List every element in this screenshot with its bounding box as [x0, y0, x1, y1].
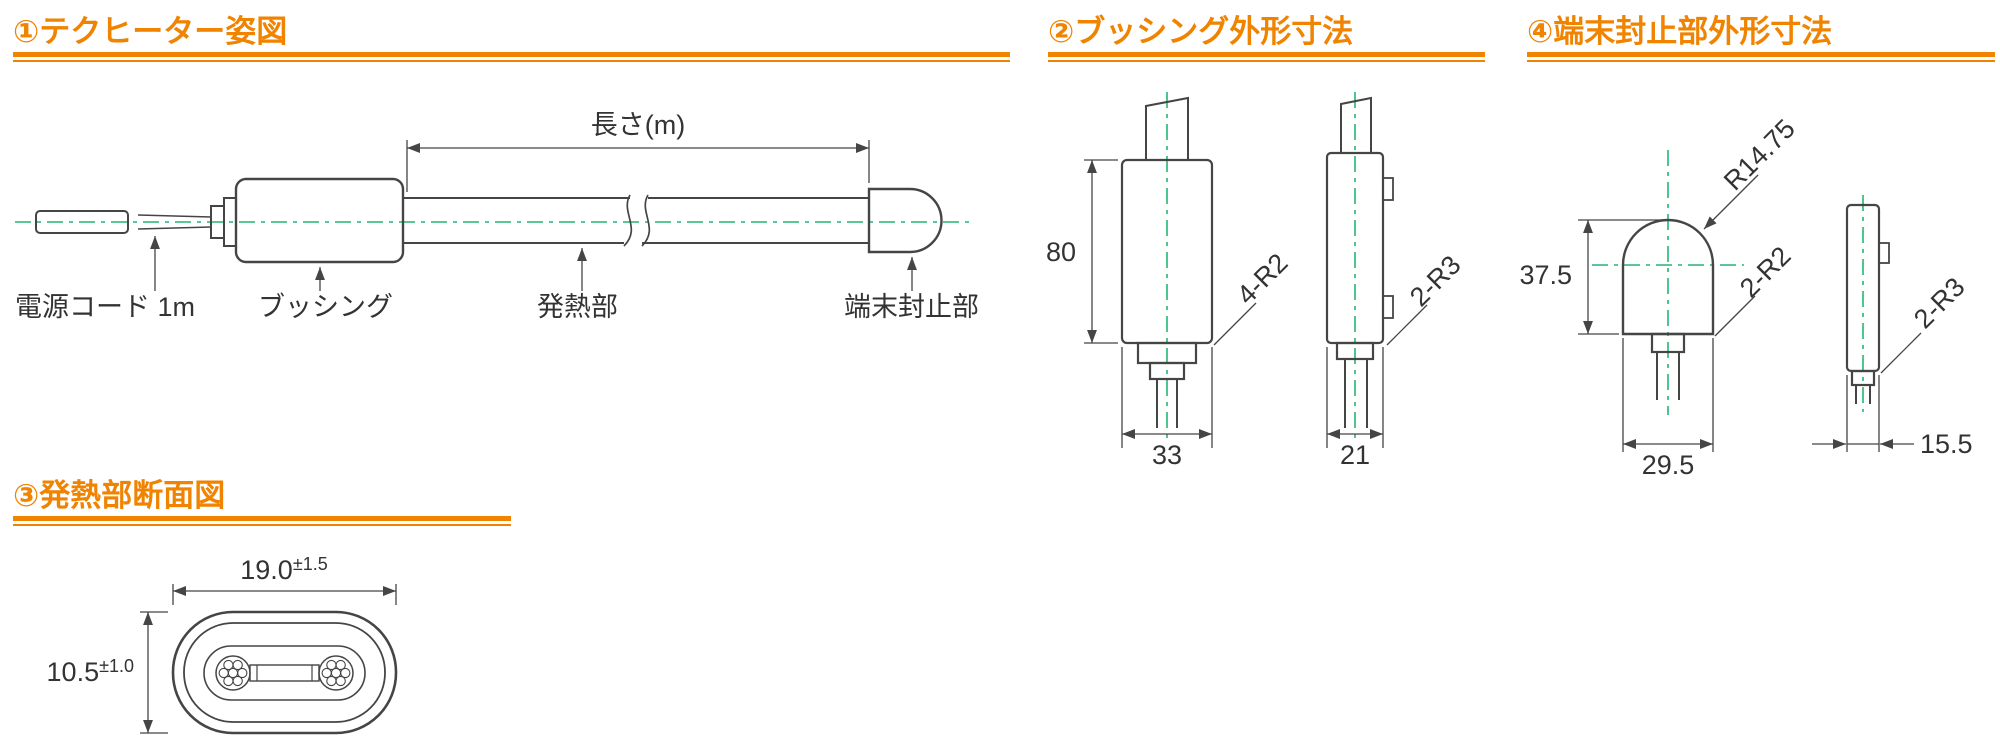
bushing-side-step — [1335, 341, 1375, 361]
bushing-side-bottom-tube — [1344, 359, 1368, 428]
length-dimension — [406, 140, 870, 192]
dim21-label: 21 — [1340, 440, 1370, 470]
panel-2-rule — [1048, 52, 1485, 62]
bushing-side-top-tube — [1340, 96, 1372, 153]
element-strip — [249, 664, 320, 682]
bushing-front-bottom-tube — [1156, 379, 1178, 428]
heater-label: 発熱部 — [537, 292, 618, 322]
dim375-label: 37.5 — [1519, 260, 1572, 290]
terminal-side-tab — [1878, 242, 1890, 264]
bushing-side-view — [1325, 92, 1394, 442]
tube-break-marks — [623, 194, 651, 247]
dim80-label: 80 — [1046, 237, 1076, 267]
r3-terminal-leader — [1880, 332, 1922, 374]
dim19-witness-lines — [172, 584, 397, 605]
end-cap-outline — [867, 187, 943, 254]
cross-section-sheath — [183, 622, 386, 723]
dim33-label: 33 — [1152, 440, 1182, 470]
terminal-side-view — [1845, 195, 1890, 412]
terminal-front-tube — [1656, 352, 1680, 400]
heater-side-view — [15, 177, 975, 264]
panel-4-title: ④端末封止部外形寸法 — [1527, 14, 1833, 49]
panel-1-rule — [13, 52, 1010, 62]
panel-4-rule — [1527, 52, 1995, 62]
bushing-front-view — [1120, 92, 1214, 442]
terminal-dimension-lines — [1578, 174, 1922, 452]
r2-dome-leader — [1714, 295, 1756, 337]
bushing-label: ブッシング — [258, 292, 393, 322]
dim375-witness-lines — [1578, 219, 1664, 335]
cord-wires — [137, 214, 212, 230]
wire-bundle-left — [215, 655, 251, 691]
bushing-side-tab-bottom — [1382, 295, 1394, 319]
part-leader-arrows — [150, 236, 917, 291]
panel-3-rule — [13, 516, 511, 526]
bushing-dimension-lines — [1084, 159, 1428, 448]
terminal-dome-outline — [1621, 218, 1715, 336]
terminal-label: 端末封止部 — [844, 292, 979, 322]
terminal-front-neck — [1650, 332, 1686, 354]
dim295-label: 29.5 — [1642, 450, 1695, 480]
r3-terminal-label: 2-R3 — [1908, 272, 1971, 335]
length-dimension-label: 長さ(m) — [591, 110, 685, 140]
dim19-label: 19.0±1.5 — [240, 554, 327, 585]
dim105-witness-lines — [140, 611, 168, 734]
panel-1-title: ①テクヒーター姿図 — [13, 14, 288, 49]
cross-section-outer — [171, 610, 398, 735]
terminal-side-neck — [1850, 369, 1876, 387]
wire-strands-left — [218, 659, 248, 687]
wire-strands-right — [321, 659, 351, 687]
cross-section-inner — [203, 645, 366, 701]
r3-side-leader — [1386, 304, 1428, 346]
bushing-front-body — [1120, 158, 1214, 345]
dim155-label: 15.5 — [1920, 429, 1973, 459]
r2-dome-label: 2-R2 — [1734, 241, 1797, 304]
r3-side-label: 2-R3 — [1404, 250, 1467, 313]
bushing-front-nipple — [1148, 361, 1186, 381]
cross-section-view — [171, 610, 398, 735]
dim80-witness-lines — [1084, 159, 1118, 344]
radius-label: R14.75 — [1718, 113, 1801, 196]
power-cord-outline — [35, 210, 129, 234]
cross-section-dimension-lines — [140, 584, 397, 734]
bushing-outline — [234, 177, 405, 264]
radius-leader — [1703, 174, 1759, 230]
dim105-label: 10.5±1.0 — [47, 656, 134, 687]
r2-front-leader — [1213, 302, 1257, 346]
element-strip-marks — [256, 665, 313, 681]
panel-3-title: ③発熱部断面図 — [13, 478, 226, 513]
r2-front-label: 4-R2 — [1231, 248, 1294, 311]
heating-tube-right — [642, 197, 869, 244]
dim295-witness-lines — [1622, 338, 1714, 452]
bushing-side-tab-top — [1382, 177, 1394, 201]
panel-2-title: ②ブッシング外形寸法 — [1048, 14, 1354, 49]
terminal-side-tube — [1855, 385, 1871, 404]
wire-bundle-right — [318, 655, 354, 691]
cord-label: 電源コード 1m — [15, 292, 195, 322]
heating-tube-left — [403, 197, 630, 244]
terminal-front-view — [1592, 150, 1744, 415]
dim155-witness-lines — [1846, 375, 1880, 452]
bushing-front-top-tube — [1145, 96, 1189, 160]
